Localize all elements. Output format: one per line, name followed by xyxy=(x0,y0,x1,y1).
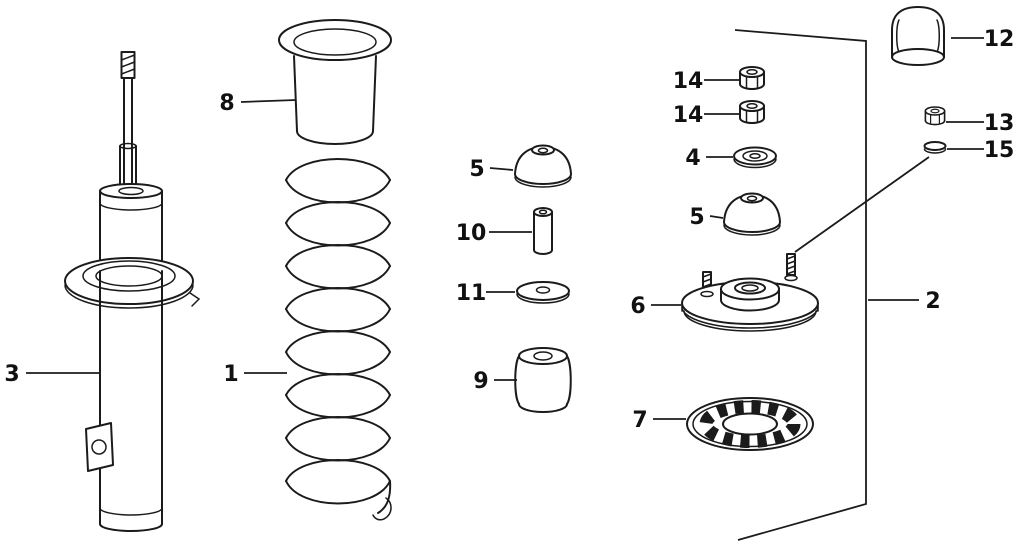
callout-6: 6 xyxy=(630,294,645,319)
bump-stop-cap xyxy=(891,6,945,66)
spring-seat-dust-cover xyxy=(686,397,814,451)
callout-5a: 5 xyxy=(469,157,484,182)
damper-mounting-base xyxy=(681,253,819,332)
callout-15: 15 xyxy=(984,138,1015,163)
callout-7: 7 xyxy=(632,408,647,433)
callout-10: 10 xyxy=(456,221,487,246)
nut-upper xyxy=(739,66,765,90)
upper-spring-seat-cup xyxy=(278,19,392,145)
callout-5b: 5 xyxy=(689,205,704,230)
assembly-bracket xyxy=(734,29,930,541)
callout-14b: 14 xyxy=(673,103,704,128)
shock-absorber-strut xyxy=(64,51,201,532)
small-nut xyxy=(924,106,946,126)
leader-line-5b xyxy=(709,215,724,219)
callout-4: 4 xyxy=(685,146,700,171)
plain-washer xyxy=(516,281,570,304)
mounting-rubber-middle xyxy=(514,144,572,188)
mounting-rubber-right xyxy=(723,192,781,236)
callout-8: 8 xyxy=(219,91,234,116)
special-washer xyxy=(733,146,777,169)
callout-11: 11 xyxy=(456,281,487,306)
callouts: 3 8 1 5 10 11 9 14 14 4 5 6 7 12 13 15 2 xyxy=(4,27,1014,433)
collar xyxy=(533,207,553,255)
coil-spring xyxy=(285,158,392,521)
callout-3: 3 xyxy=(4,362,19,387)
callout-2: 2 xyxy=(925,289,940,314)
callout-1: 1 xyxy=(223,362,238,387)
leader-line-8 xyxy=(240,99,297,103)
nut-lower xyxy=(739,100,765,124)
callout-13: 13 xyxy=(984,111,1015,136)
callout-12: 12 xyxy=(984,27,1015,52)
leader-line-5a xyxy=(489,167,514,171)
callout-9: 9 xyxy=(473,369,488,394)
bushing xyxy=(514,347,572,413)
small-washer xyxy=(923,141,947,154)
callout-14a: 14 xyxy=(673,69,704,94)
